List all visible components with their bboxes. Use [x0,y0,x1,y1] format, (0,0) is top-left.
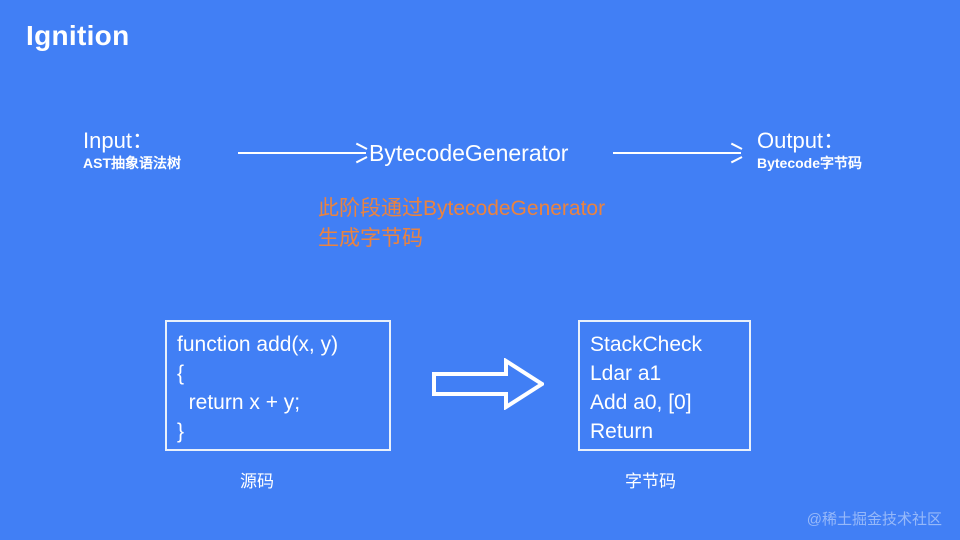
stage-annotation-line-1: 此阶段通过BytecodeGenerator [318,197,606,220]
pipeline-node-input: Input： AST抽象语法树 [83,128,181,172]
block-arrow-right-icon [432,357,546,411]
pipeline-row: Input： AST抽象语法树 BytecodeGenerator Output… [0,118,960,188]
pipeline-output-sublabel: Bytecode字节码 [757,155,863,171]
source-code-box: function add(x, y) { return x + y; } [165,320,391,451]
arrow-head [730,147,741,159]
arrow-input-to-generator-icon [238,147,366,159]
bytecode-box: StackCheck Ldar a1 Add a0, [0] Return [578,320,751,451]
arrow-shaft [238,152,366,154]
bytecode-caption: 字节码 [625,472,676,491]
pipeline-node-output: Output： Bytecode字节码 [757,128,862,172]
stage-annotation-line-2: 生成字节码 [318,227,423,250]
pipeline-input-sublabel: AST抽象语法树 [83,155,181,171]
pipeline-node-generator: BytecodeGenerator [369,140,568,166]
arrow-shaft [613,152,741,154]
pipeline-output-label: Output： [757,128,846,153]
arrow-head [355,147,366,159]
source-code-caption: 源码 [240,472,274,491]
stage-annotation: 此阶段通过BytecodeGenerator 生成字节码 [318,194,605,254]
pipeline-input-label: Input： [83,128,154,153]
arrow-generator-to-output-icon [613,147,741,159]
pipeline-generator-label: BytecodeGenerator [369,140,569,166]
watermark: @稀土掘金技术社区 [806,511,942,528]
page-title: Ignition [26,20,130,51]
